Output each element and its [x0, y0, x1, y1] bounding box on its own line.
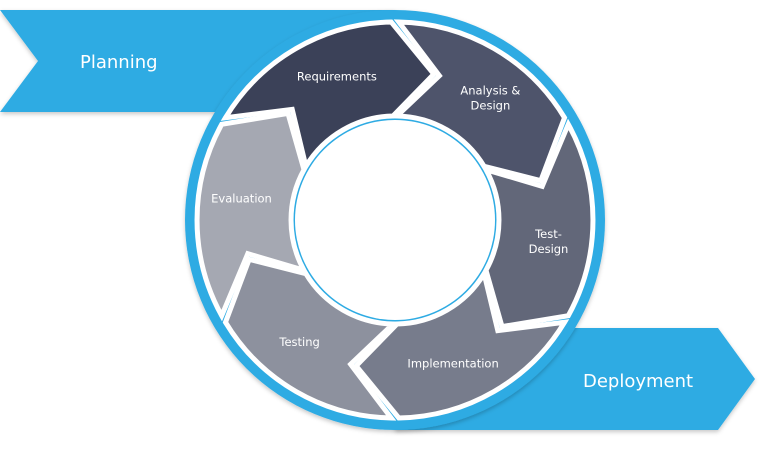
stage-label-line: Testing — [278, 335, 319, 349]
stage-label-line: Test- — [534, 227, 562, 241]
stage-segment-requirements — [220, 19, 438, 173]
stage-segment-analysis-design — [390, 19, 568, 184]
center-hub — [295, 120, 495, 320]
stage-label-implementation: Implementation — [407, 357, 498, 371]
stage-label-line: Design — [529, 242, 569, 256]
stage-segment-implementation — [352, 267, 570, 421]
stage-label-line: Analysis & — [460, 83, 520, 97]
stage-label-testing: Testing — [278, 335, 319, 349]
stage-label-line: Design — [471, 98, 511, 112]
stage-label-requirements: Requirements — [297, 69, 377, 83]
planning-label: Planning — [80, 52, 158, 73]
stage-label-line: Evaluation — [211, 191, 272, 205]
deployment-label: Deployment — [583, 371, 693, 392]
stage-label-line: Implementation — [407, 357, 498, 371]
stage-segment-evaluation — [194, 110, 310, 322]
stage-segments — [194, 19, 596, 421]
stage-segment-test-design — [480, 118, 596, 330]
stage-label-evaluation: Evaluation — [211, 191, 272, 205]
stage-segment-testing — [222, 256, 400, 421]
stage-label-analysis-design: Analysis &Design — [460, 83, 520, 112]
stage-label-test-design: Test-Design — [529, 227, 569, 256]
stage-label-line: Requirements — [297, 69, 377, 83]
